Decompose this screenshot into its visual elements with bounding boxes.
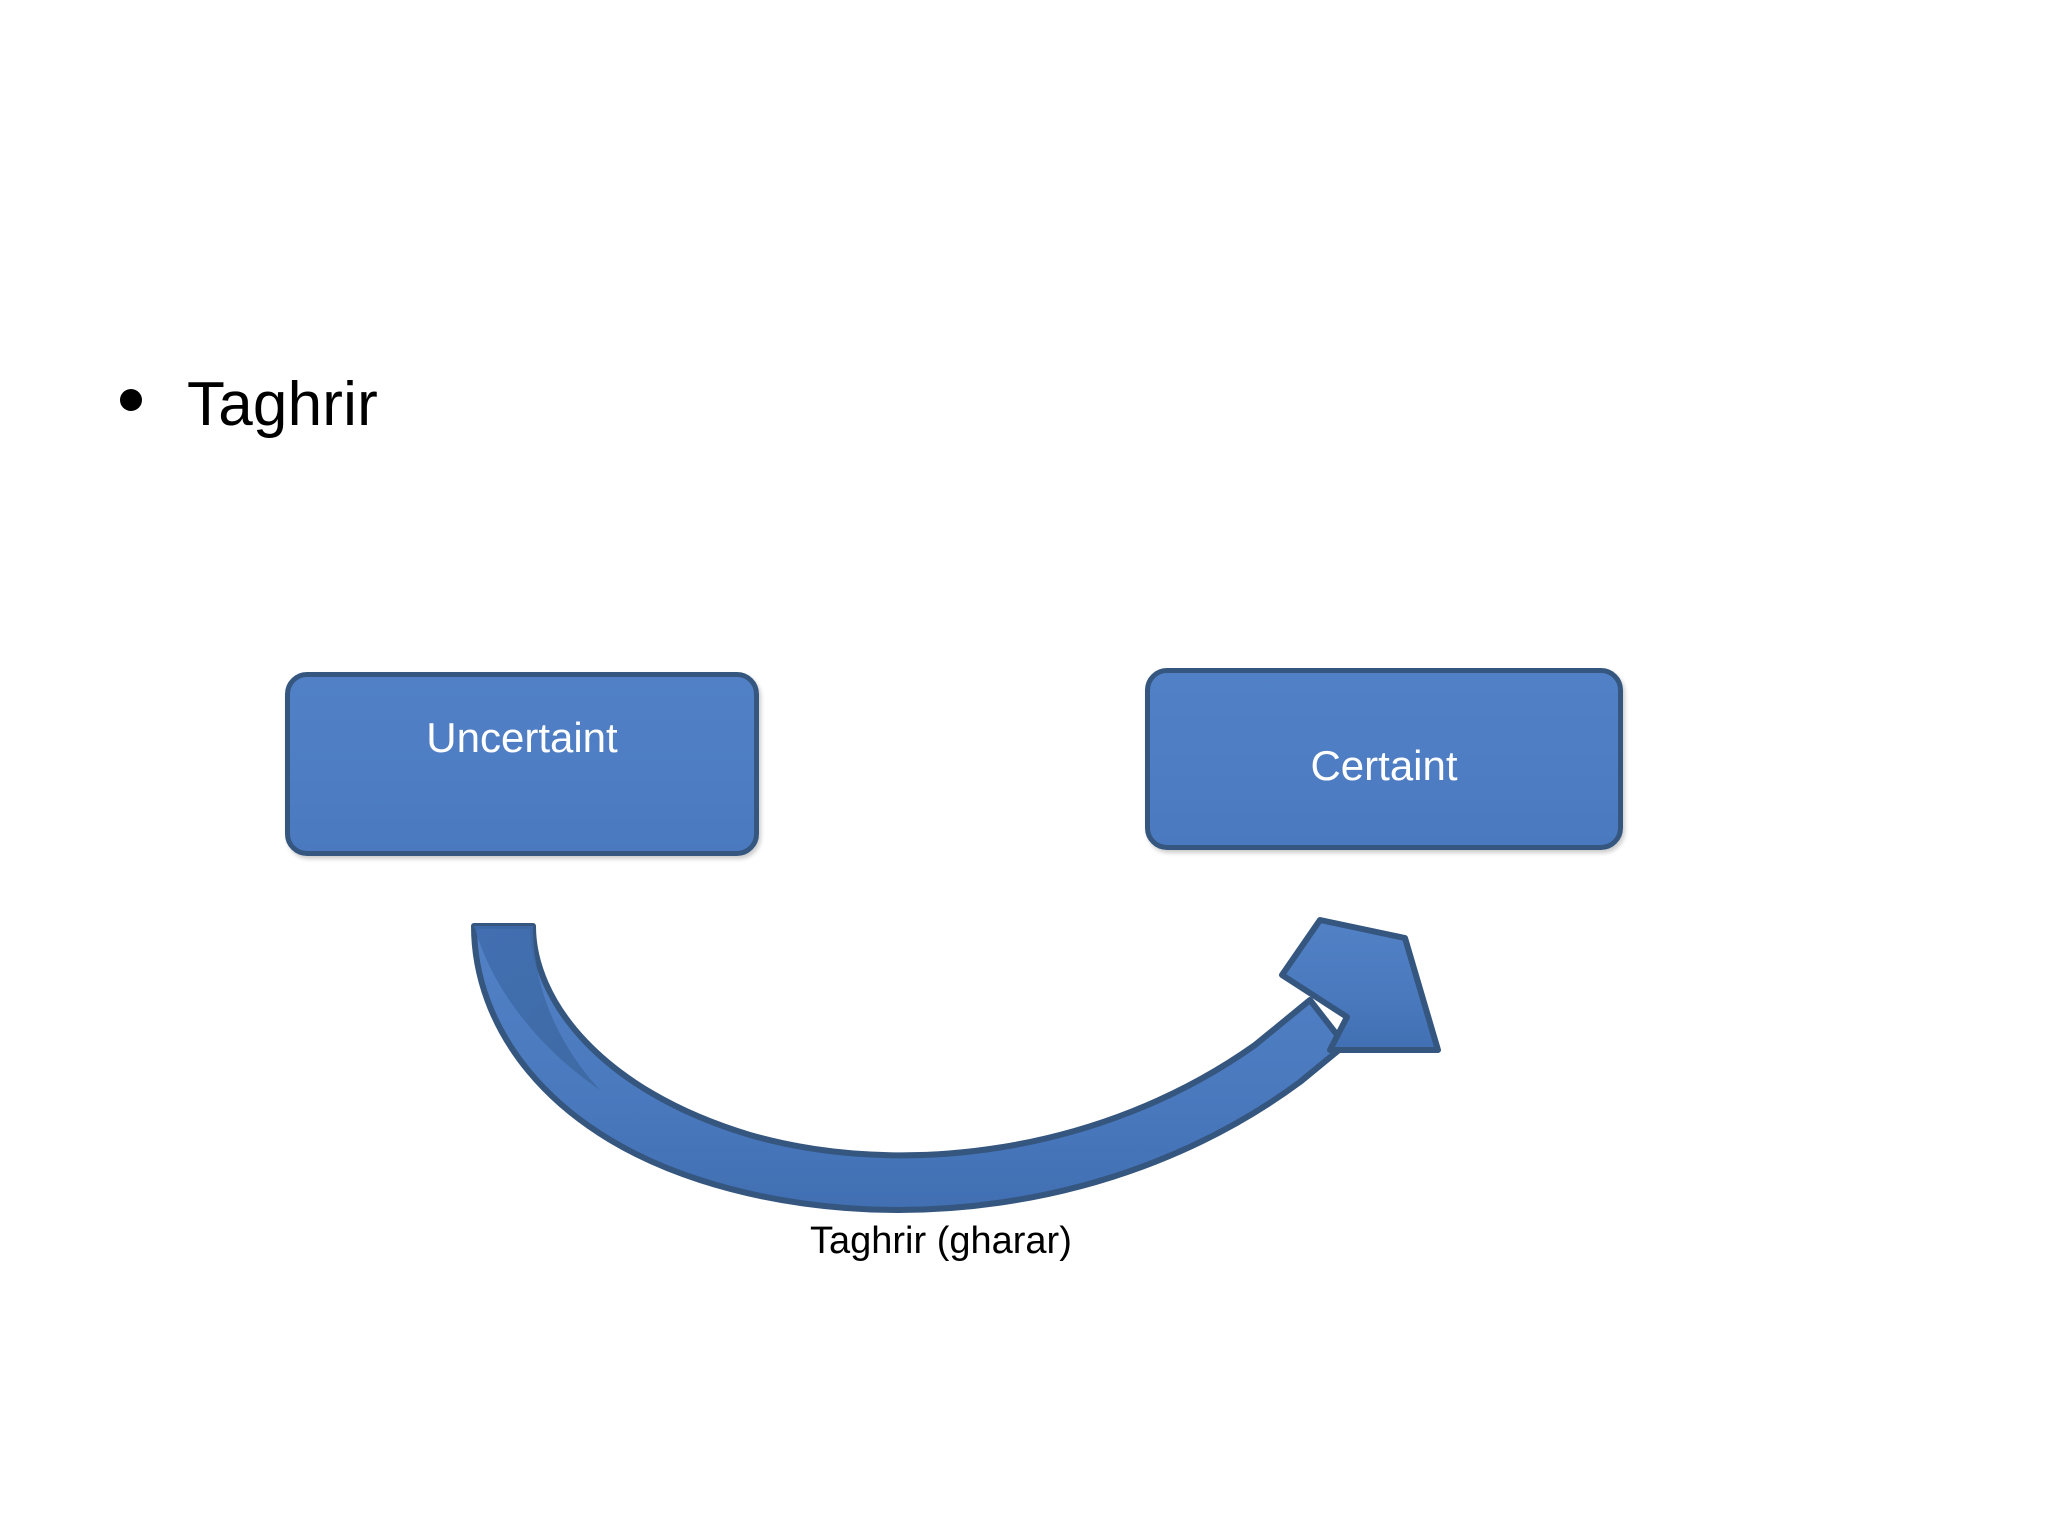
arrow-head-shape	[1279, 917, 1441, 1053]
bullet-item-label: Taghrir	[187, 370, 378, 439]
diagram-box-certain[interactable]: Certaint	[1145, 668, 1623, 850]
diagram-box-certain-label: Certaint	[1310, 742, 1458, 789]
diagram-box-uncertain-label: Uncertaint	[426, 714, 618, 761]
arrow-body-shape	[471, 923, 1348, 1213]
diagram-box-uncertain[interactable]: Uncertaint	[285, 672, 759, 856]
arrow-tail-shade	[474, 926, 600, 1090]
diagram-caption: Taghrir (gharar)	[810, 1220, 1072, 1262]
bullet-point-icon	[120, 389, 142, 411]
bullet-list-item: Taghrir	[120, 374, 378, 436]
